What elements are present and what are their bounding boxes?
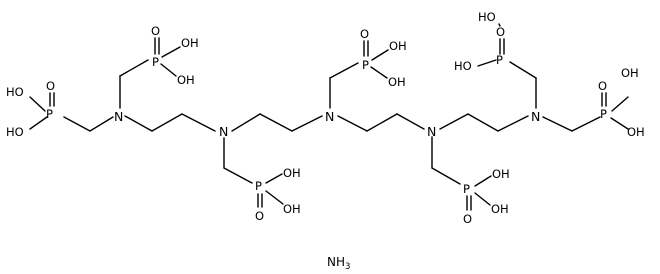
n1-phosphonomethyl-groups (29, 37, 181, 132)
n4-phosphonomethyl-group (431, 136, 492, 211)
phosphorus-atom: P (46, 107, 53, 121)
nitrogen-atom-1: N (114, 109, 123, 124)
oxygen-atom: O (598, 79, 607, 93)
hydroxyl-label: OH (491, 202, 509, 216)
hydroxyl-label: HO (454, 59, 472, 73)
n3-phosphonomethyl-group (329, 40, 389, 109)
hydroxyl-label: OH (181, 36, 199, 50)
n2-phosphonomethyl-group (223, 137, 284, 208)
oxygen-atom: O (151, 24, 160, 38)
phosphorus-atom: P (600, 107, 607, 121)
hydroxyl-label: OH (627, 125, 645, 139)
ammonia-counterion: NH3 (327, 255, 350, 272)
ammonia-label: NH (327, 255, 345, 269)
oxygen-atom: O (46, 79, 55, 93)
phosphorus-atom: P (152, 55, 159, 69)
phosphorus-atom: P (255, 179, 262, 193)
hydroxyl-label: OH (388, 75, 406, 89)
hydroxyl-label: OH (389, 39, 407, 53)
hydroxyl-label: HO (478, 10, 496, 24)
backbone-bonds (124, 113, 529, 132)
hydroxyl-label: HO (6, 125, 24, 139)
hydroxyl-label: OH (621, 66, 639, 80)
nitrogen-atom-5: N (531, 109, 540, 124)
oxygen-atom: O (360, 27, 369, 41)
nitrogen-atom-3: N (325, 109, 334, 124)
hydroxyl-label: OH (492, 167, 510, 181)
oxygen-atom: O (463, 212, 472, 226)
hydroxyl-label: OH (283, 202, 301, 216)
phosphorus-atom: P (463, 182, 470, 196)
ammonia-subscript: 3 (345, 262, 350, 272)
phosphorus-atom: P (496, 53, 503, 67)
phosphorus-atom: P (362, 58, 369, 72)
nitrogen-atom-2: N (219, 124, 228, 139)
hydroxyl-label: HO (6, 85, 24, 99)
hydroxyl-label: OH (283, 166, 301, 180)
n5-phosphonomethyl-groups (477, 38, 629, 132)
nitrogen-atom-4: N (427, 124, 436, 139)
oxygen-atom: O (255, 209, 264, 223)
hydroxyl-label: OH (177, 73, 195, 87)
oxygen-atom: O (496, 25, 505, 39)
